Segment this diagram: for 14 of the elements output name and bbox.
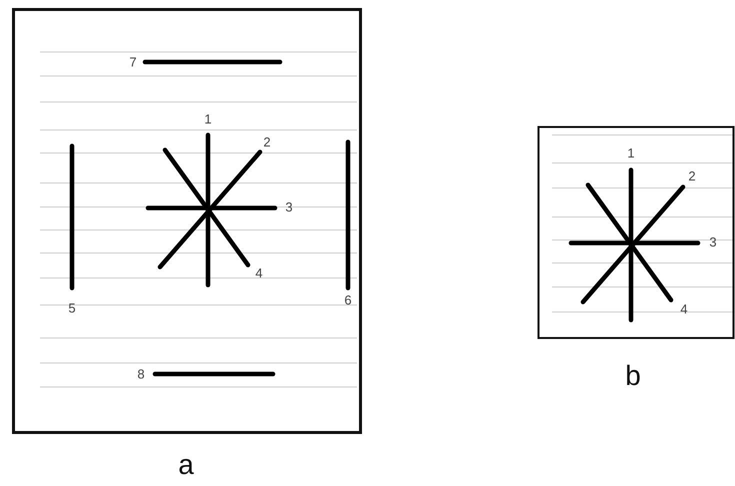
callout-number: 2 (688, 170, 696, 182)
callout-number: 4 (255, 266, 263, 280)
callout-number: 6 (344, 294, 352, 306)
callout-number: 1 (204, 112, 212, 126)
callout-number: 7 (129, 56, 137, 68)
panel-label: b (625, 362, 641, 390)
callout-number: 3 (709, 236, 717, 248)
callout-number: 4 (680, 302, 688, 316)
callout-number: 3 (285, 200, 293, 214)
callout-number: 8 (137, 368, 145, 380)
callout-number: 2 (263, 136, 271, 148)
panel-label: a (178, 451, 194, 479)
callout-number: 5 (68, 302, 76, 314)
callout-number: 1 (627, 146, 635, 160)
